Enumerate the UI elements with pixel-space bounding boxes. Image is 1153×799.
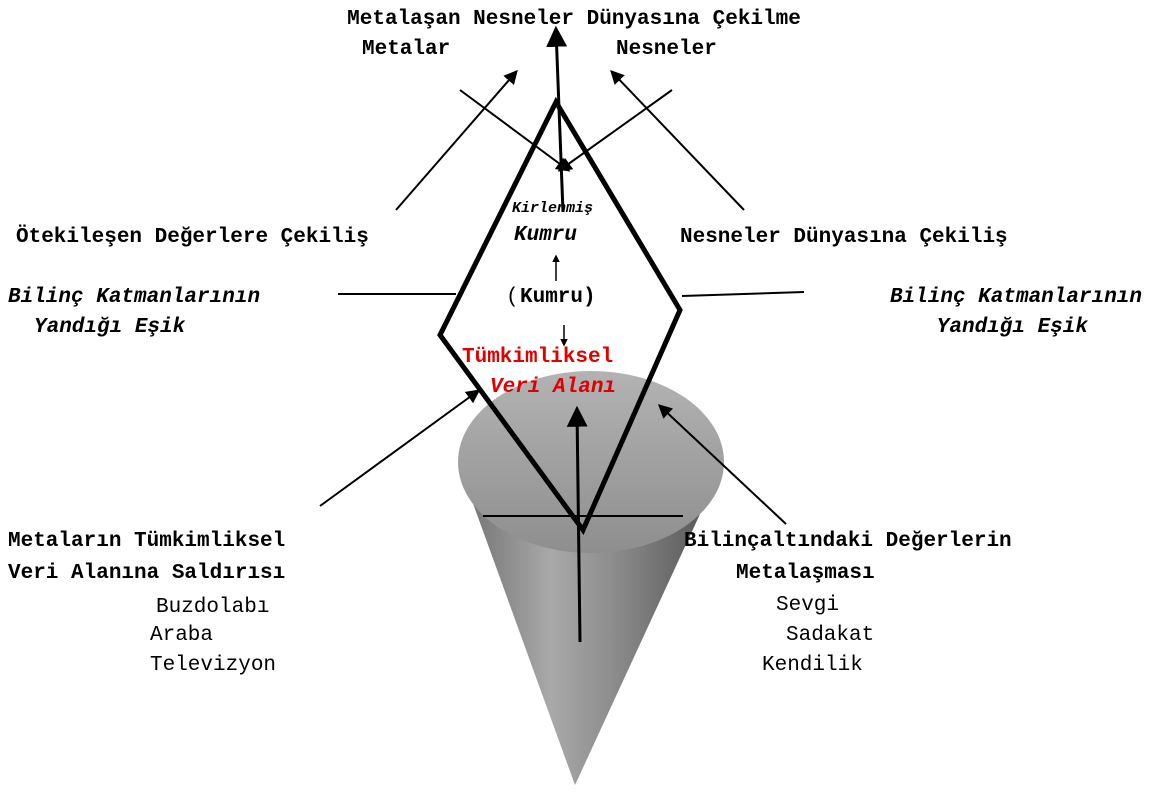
- identity-line2: Veri Alanı: [490, 376, 616, 399]
- kumru-label: Kumru: [514, 224, 577, 247]
- left-upper-label: Ötekileşen Değerlere Çekiliş: [16, 225, 369, 249]
- top-right-label: Nesneler: [616, 38, 717, 61]
- nesneler-to-apex-arrow: [560, 90, 672, 170]
- bottom-right-item-2: Sadakat: [786, 624, 874, 647]
- bottom-right-line1: Bilinçaltındaki Değerlerin: [684, 530, 1012, 553]
- top-title: Metalaşan Nesneler Dünyasına Çekilme: [347, 8, 801, 31]
- bottom-right-item-3: Kendilik: [762, 654, 863, 677]
- top-left-label: Metalar: [362, 38, 450, 61]
- right-threshold-line2: Yandığı Eşik: [937, 316, 1089, 339]
- metalar-to-apex-arrow: [460, 90, 568, 170]
- left-threshold-line2: Yandığı Eşik: [34, 316, 186, 339]
- kumru-paren-label: Kumru): [520, 286, 596, 309]
- bottom-right-item-1: Sevgi: [776, 594, 839, 617]
- dirty-label: Kirlenmiş: [512, 200, 593, 217]
- left-upper-diagonal-arrow: [396, 72, 516, 210]
- right-upper-diagonal-arrow: [612, 72, 744, 210]
- left-threshold-line1: Bilinç Katmanlarının: [8, 286, 260, 309]
- bottom-right-line2: Metalaşması: [736, 562, 875, 585]
- right-upper-label: Nesneler Dünyasına Çekiliş: [680, 226, 1008, 249]
- right-threshold-line1: Bilinç Katmanlarının: [890, 286, 1142, 309]
- cone: [458, 371, 724, 785]
- bottom-left-item-2: Araba: [150, 624, 213, 647]
- bottom-left-item-3: Televizyon: [150, 654, 276, 677]
- right-threshold-line: [682, 292, 804, 296]
- bottom-left-item-1: Buzdolabı: [156, 596, 269, 619]
- kumru-paren-open: (: [506, 286, 519, 309]
- bottom-left-line2: Veri Alanına Saldırısı: [8, 562, 285, 585]
- left-lower-diagonal-arrow: [320, 391, 478, 506]
- bottom-left-line1: Metaların Tümkimliksel: [8, 530, 285, 553]
- identity-line1: Tümkimliksel: [462, 346, 613, 369]
- upward-main-arrow: [556, 30, 563, 212]
